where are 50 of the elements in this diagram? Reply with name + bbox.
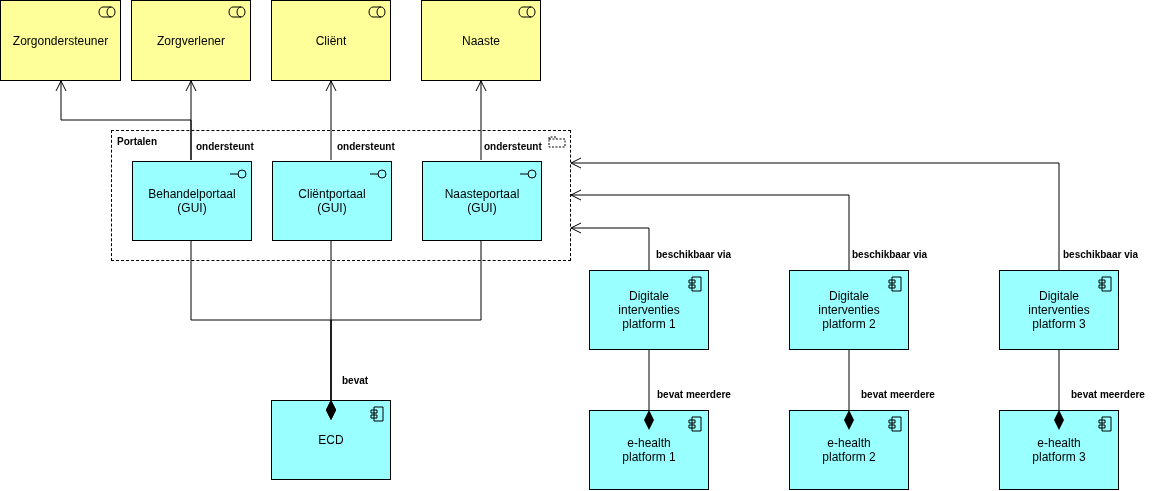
component-box [789,410,909,490]
role-box [131,0,251,81]
connector [1054,349,1064,430]
node-label: e-health platform 1 [621,436,677,464]
edge-label: ondersteunt [336,141,396,153]
connector [644,349,654,430]
interface-box [272,161,392,241]
connector [844,349,854,430]
connector [570,157,1060,271]
component-box [789,270,909,350]
node-label: Digitale interventies platform 2 [817,289,881,331]
edge-label: ondersteunt [195,141,255,153]
node-label: Naasteportaal (GUI) [443,187,521,215]
edge-label: beschikbaar via [1062,249,1140,261]
role-box [0,0,121,81]
connector [325,80,337,161]
node-label: Cliënt [315,33,347,48]
node-label: Digitale interventies platform 3 [1027,289,1091,331]
edge-label: beschikbaar via [851,249,929,261]
component-box [589,270,709,350]
interface-box [422,161,542,241]
role-box [271,0,391,81]
node-label: Digitale interventies platform 1 [617,289,681,331]
connector [475,80,487,161]
component-box [271,400,391,480]
connector [570,189,850,271]
connector [570,222,650,271]
group-frame [111,130,571,261]
component-box [999,270,1119,350]
connector [326,239,482,420]
edge-label: bevat meerdere [656,389,732,401]
component-box [999,410,1119,490]
connector [185,80,197,161]
edge-label: bevat meerdere [1070,389,1146,401]
interface-box [132,161,252,241]
node-label: Zorgverlener [157,33,225,48]
edge-label: ondersteunt [483,141,543,153]
role-box [421,0,541,81]
edge-label: beschikbaar via [655,249,733,261]
edge-label: bevat meerdere [860,389,936,401]
node-label: e-health platform 2 [821,436,877,464]
node-label: e-health platform 3 [1031,436,1087,464]
group-title: Portalen [117,136,157,147]
node-label: Behandelportaal (GUI) [148,187,236,215]
edge-label: bevat [341,375,370,387]
component-box [589,410,709,490]
node-label: ECD [318,433,344,447]
node-label: Naaste [462,33,500,48]
node-label: Cliëntportaal (GUI) [297,187,367,215]
node-label: Zorgondersteuner [12,33,109,48]
